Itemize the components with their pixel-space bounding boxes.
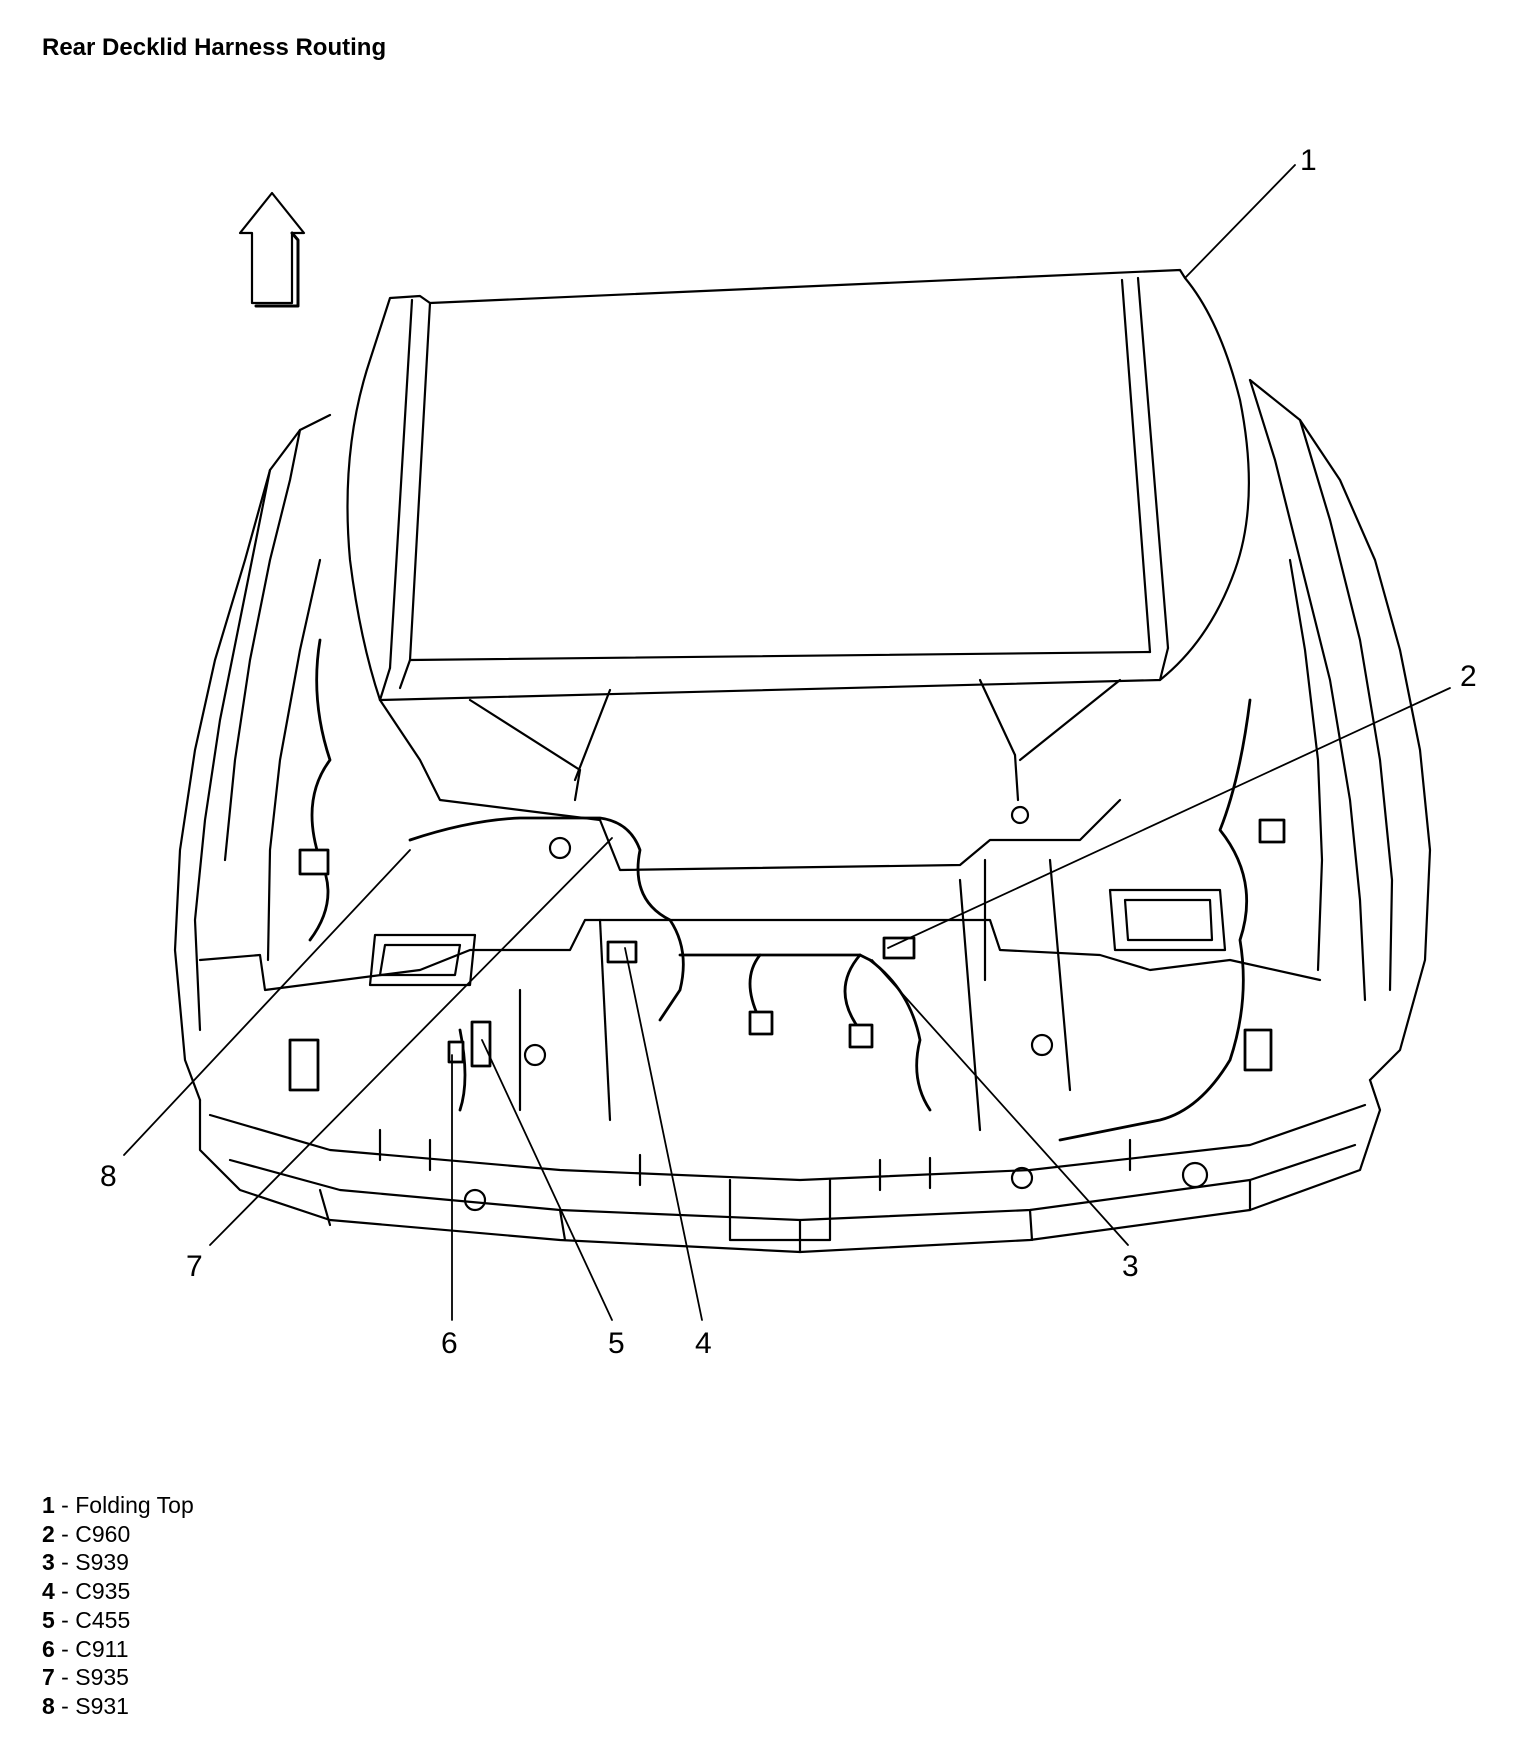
legend-item: 3 - S939 (42, 1549, 129, 1576)
wiring-harness (288, 638, 1286, 1142)
callout-1: 1 (1300, 144, 1317, 177)
callout-3: 3 (1122, 1250, 1139, 1283)
callout-5: 5 (608, 1327, 625, 1360)
callout-8: 8 (100, 1160, 117, 1193)
leader-lines (123, 164, 1451, 1321)
legend-item: 6 - C911 (42, 1635, 129, 1662)
legend-item: 5 - C455 (42, 1606, 131, 1633)
callout-numbers: 1 2 3 4 5 6 7 8 (100, 144, 1477, 1360)
direction-arrow-icon (238, 191, 306, 308)
harness-routing-diagram: 1 2 3 4 5 6 7 8 (100, 144, 1477, 1360)
rear-body-outline (173, 378, 1432, 1102)
callout-4: 4 (695, 1327, 712, 1360)
legend-item: 1 - Folding Top (42, 1492, 194, 1518)
rear-bumper-beam (198, 1078, 1382, 1254)
top-support-lines (468, 678, 1122, 802)
page-title: Rear Decklid Harness Routing (42, 34, 387, 61)
callout-6: 6 (441, 1327, 458, 1360)
callout-7: 7 (186, 1250, 203, 1283)
trunk-floor (198, 698, 1322, 1132)
legend-item: 2 - C960 (42, 1520, 131, 1547)
legend-item: 4 - C935 (42, 1578, 131, 1605)
legend: 1 - Folding Top 2 - C960 3 - S939 4 - C9… (42, 1491, 194, 1721)
folding-top (346, 268, 1250, 702)
legend-item: 8 - S931 (42, 1692, 129, 1719)
callout-2: 2 (1460, 660, 1477, 693)
legend-item: 7 - S935 (42, 1664, 129, 1691)
